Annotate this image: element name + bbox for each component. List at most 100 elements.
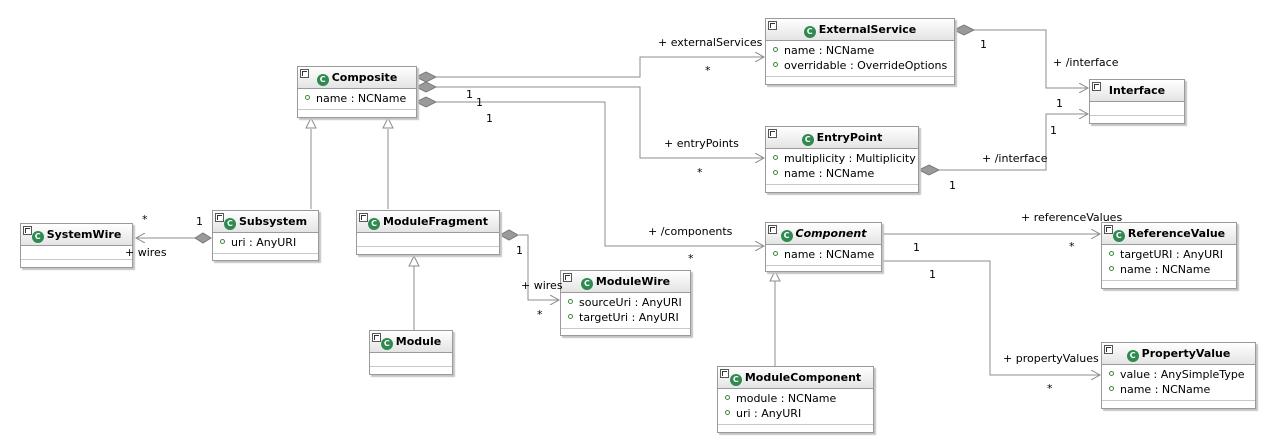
class-icon: C xyxy=(1126,350,1139,362)
operation-list xyxy=(1102,281,1236,289)
role-label: + propertyValues xyxy=(1003,352,1099,365)
attribute: name : NCName xyxy=(1102,262,1236,277)
class-icon: C xyxy=(1112,230,1125,242)
attribute-list xyxy=(357,233,499,247)
class-icon: C xyxy=(380,338,393,350)
class-icon: C xyxy=(316,74,329,86)
operation-list xyxy=(766,185,918,193)
attribute-list: value : AnySimpleType name : NCName xyxy=(1102,365,1255,401)
class-name: Module xyxy=(395,335,442,348)
class-name: EntryPoint xyxy=(816,131,883,144)
external-link-icon xyxy=(768,129,777,138)
generalization-triangle xyxy=(408,254,420,267)
class-name: ExternalService xyxy=(818,23,917,36)
composition-diamond xyxy=(414,96,438,108)
class-name: Component xyxy=(795,227,867,240)
attribute-icon xyxy=(1109,266,1114,271)
operation-list xyxy=(1090,116,1184,124)
attribute-list: name : NCName overridable : OverrideOpti… xyxy=(766,41,954,77)
class-icon: C xyxy=(801,134,814,146)
multiplicity-label: 1 xyxy=(1056,97,1063,110)
edge-component-propertyvalue xyxy=(882,260,1100,375)
class-name: PropertyValue xyxy=(1141,347,1231,360)
attribute-icon xyxy=(725,410,730,415)
class-icon: C xyxy=(780,230,793,242)
role-label: + /interface xyxy=(1053,56,1119,69)
operation-list xyxy=(1102,401,1255,409)
attribute-icon xyxy=(568,299,573,304)
attribute-list: module : NCName uri : AnyURI xyxy=(718,389,873,425)
attribute-list: name : NCName xyxy=(766,245,881,266)
class-interface[interactable]: Interface xyxy=(1089,79,1185,124)
operation-list xyxy=(370,367,452,375)
attribute-list: sourceUri : AnyURI targetUri : AnyURI xyxy=(561,293,690,329)
attribute: value : AnySimpleType xyxy=(1102,367,1255,382)
class-icon: C xyxy=(223,218,236,230)
attribute: name : NCName xyxy=(766,166,918,181)
class-name: ModuleFragment xyxy=(383,215,488,228)
multiplicity-label: * xyxy=(142,213,148,226)
external-link-icon xyxy=(215,213,224,222)
role-label: + /components xyxy=(648,225,733,238)
generalization-triangle xyxy=(305,116,317,129)
operation-list xyxy=(21,260,132,268)
operation-list xyxy=(766,77,954,85)
multiplicity-label: 1 xyxy=(196,215,203,228)
attribute-list: targetURI : AnyURI name : NCName xyxy=(1102,245,1236,281)
attribute-list: name : NCName xyxy=(298,89,416,110)
attribute: uri : AnyURI xyxy=(718,406,873,421)
attribute-icon xyxy=(1109,386,1114,391)
class-icon: C xyxy=(368,218,380,230)
multiplicity-label: 1 xyxy=(516,244,523,257)
class-name: ModuleWire xyxy=(595,275,671,288)
role-label: + /interface xyxy=(982,152,1048,165)
attribute: name : NCName xyxy=(766,43,954,58)
operation-list xyxy=(298,110,416,118)
attribute-icon xyxy=(725,395,730,400)
external-link-icon xyxy=(720,369,729,378)
multiplicity-label: 1 xyxy=(913,241,920,254)
composition-diamond xyxy=(194,232,212,244)
multiplicity-label: * xyxy=(688,252,694,265)
attribute: name : NCName xyxy=(766,247,881,262)
attribute: uri : AnyURI xyxy=(213,235,318,250)
attribute: name : NCName xyxy=(298,91,416,106)
external-link-icon xyxy=(372,333,381,342)
operation-list xyxy=(561,329,690,337)
attribute: overridable : OverrideOptions xyxy=(766,58,954,73)
composition-diamond xyxy=(917,164,941,176)
edge-entrypoint-interface xyxy=(939,114,1088,171)
attribute-icon xyxy=(773,62,778,67)
attribute-list xyxy=(21,246,132,260)
generalization-triangle xyxy=(382,116,394,129)
external-link-icon xyxy=(1104,345,1113,354)
class-icon: C xyxy=(803,26,816,38)
class-icon: C xyxy=(729,374,742,386)
multiplicity-label: * xyxy=(1069,240,1075,253)
class-icon: C xyxy=(31,231,44,243)
external-link-icon xyxy=(1104,225,1113,234)
attribute-icon xyxy=(1109,251,1114,256)
attribute: multiplicity : Multiplicity xyxy=(766,151,918,166)
class-name: ModuleComponent xyxy=(744,371,862,384)
attribute-icon xyxy=(568,314,573,319)
generalization-triangle xyxy=(769,269,781,282)
class-name: Subsystem xyxy=(238,215,308,228)
class-name: Interface xyxy=(1108,84,1166,97)
edge-composite-component xyxy=(436,101,764,246)
attribute-icon xyxy=(220,239,225,244)
multiplicity-label: 1 xyxy=(1050,124,1057,137)
role-label: + externalServices xyxy=(658,36,763,49)
